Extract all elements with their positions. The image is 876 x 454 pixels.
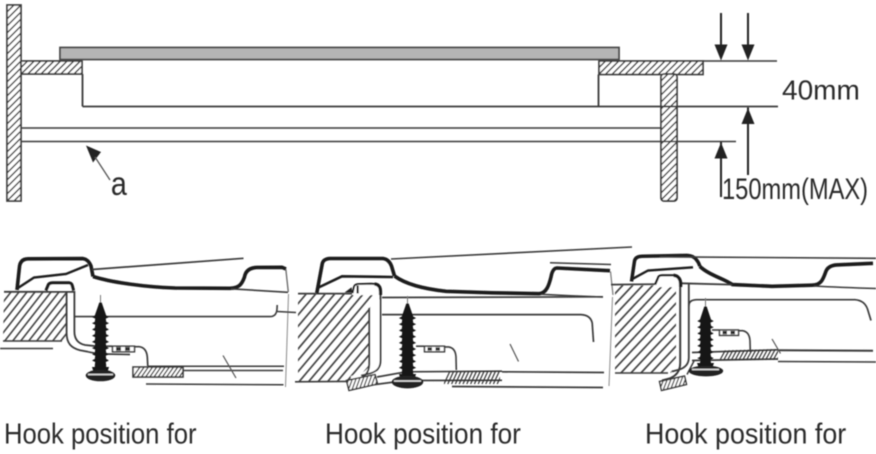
svg-text:150mm(MAX): 150mm(MAX) [722, 172, 868, 205]
svg-text:a: a [111, 165, 128, 202]
svg-text:40mm: 40mm [782, 75, 860, 106]
svg-text:Hook position for: Hook position for [4, 417, 197, 450]
svg-text:Hook position for: Hook position for [325, 417, 521, 450]
svg-text:Hook position for: Hook position for [645, 418, 846, 450]
